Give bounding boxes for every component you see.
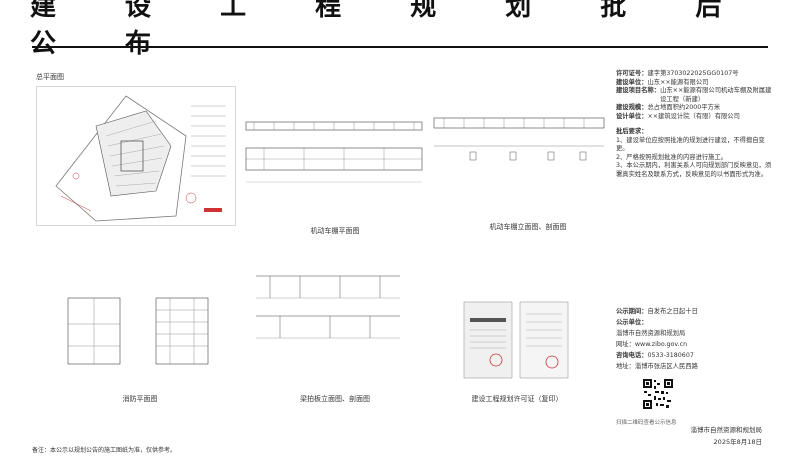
issue-date: 2025年8月18日 [713,438,762,446]
qr-code-icon[interactable] [642,378,674,410]
permit-caption: 建设工程规划许可证（复印） [471,395,563,403]
permit-copy-images[interactable] [462,300,572,380]
carport-plan-drawing[interactable] [244,112,424,192]
fire-plan-drawing[interactable] [58,294,218,374]
info-row: 许可证号：建字第3703022025GG0107号 [616,70,739,77]
carport-elevation-drawing[interactable] [430,112,608,172]
website-link[interactable]: 网址：www.zibo.gov.cn [616,341,688,348]
site-plan-drawing[interactable] [36,86,236,226]
fire-plan-caption: 消防平面图 [122,395,158,403]
contact-info: 公示期间：自发布之日起十日 公示单位： 淄博市自然资源和规划局 网址：www.z… [616,308,698,370]
project-info: 许可证号：建字第3703022025GG0107号 建设单位：山东××能源有限公… [616,70,776,179]
info-row: 建设规模：总占地面积约2000平方米 [616,104,721,111]
qr-note: 扫描二维码查看公示信息 [616,420,677,426]
info-row: 设计单位：××建筑设计院（有限）有限公司 [616,112,740,120]
beam-section-caption: 梁拍板立面图、剖面图 [300,395,370,403]
carport-elevation-caption: 机动车棚立面图、剖面图 [489,223,567,231]
note-item: 1、建设单位应按照批准的规划进行建设，不得擅自变更。 [616,136,765,153]
notes-title: 批后要求： [616,128,648,135]
title-divider [32,46,768,48]
note-item: 2、严格按照规划批准的内容进行施工。 [616,153,728,161]
page-title: 建 设 工 程 规 划 批 后 公 布 [0,0,800,59]
info-row: 建设项目名称：山东××能源有限公司机动车棚及附属建设工程（新建） [616,87,772,103]
footer-note: 备注：本公示以规划公告的施工图纸为准，仅供参考。 [32,447,177,454]
site-plan-label: 总平面图 [36,73,64,81]
info-row: 建设单位：山东××能源有限公司 [616,78,709,86]
page-title-text: 建 设 工 程 规 划 批 后 公 布 [30,0,752,59]
issuing-org: 淄博市自然资源和规划局 [690,426,763,434]
carport-plan-caption: 机动车棚平面图 [310,227,360,235]
note-item: 3、本公示期内，利害关系人可向规划部门反映意见，须署真实姓名及联系方式，反映意见… [616,162,772,178]
beam-section-drawing[interactable] [250,268,410,352]
